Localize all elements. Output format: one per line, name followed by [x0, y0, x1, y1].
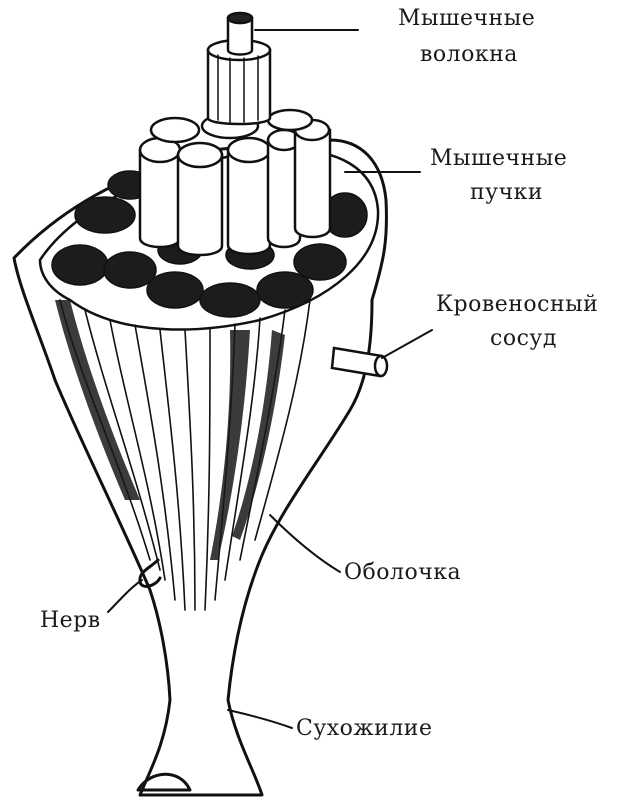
bundle-cylinder-top — [268, 110, 312, 130]
label-muscle-bundles-2: пучки — [470, 178, 543, 208]
bundle-cylinder-top — [151, 118, 199, 142]
fiber-bundle-core-top — [228, 13, 252, 23]
leader-vessel — [382, 330, 432, 358]
label-muscle-fibers-2: волокна — [420, 40, 518, 70]
label-nerve: Нерв — [40, 606, 101, 636]
label-sheath: Оболочка — [344, 558, 461, 588]
bundle-cylinder — [295, 130, 330, 237]
leader-tendon — [228, 710, 292, 728]
bundle-section — [147, 272, 203, 308]
label-muscle-fibers-1: Мышечные — [398, 4, 535, 34]
bundle-section — [104, 252, 156, 288]
bundle-cylinder — [178, 155, 222, 255]
leader-sheath — [270, 515, 340, 572]
nerve-fiber — [140, 560, 160, 586]
bundle-section — [200, 283, 260, 317]
label-blood-vessel-1: Кровеносный — [436, 290, 598, 320]
bundle-cylinders — [140, 110, 330, 255]
bundle-cylinder — [228, 150, 270, 254]
bundle-cylinder-top — [228, 138, 270, 162]
body-shading — [55, 300, 285, 560]
label-tendon: Сухожилие — [296, 714, 433, 744]
tendon-foot — [138, 774, 190, 790]
bundle-section — [52, 245, 108, 285]
bundle-section — [75, 197, 135, 233]
label-muscle-bundles-1: Мышечные — [430, 144, 567, 174]
bundle-cylinder-top — [178, 143, 222, 167]
label-blood-vessel-2: сосуд — [490, 324, 557, 354]
bundle-section — [294, 244, 346, 280]
bundle-section — [257, 272, 313, 308]
bundle-cylinder — [140, 150, 180, 247]
leader-nerve — [108, 580, 142, 612]
blood-vessel — [332, 348, 387, 376]
